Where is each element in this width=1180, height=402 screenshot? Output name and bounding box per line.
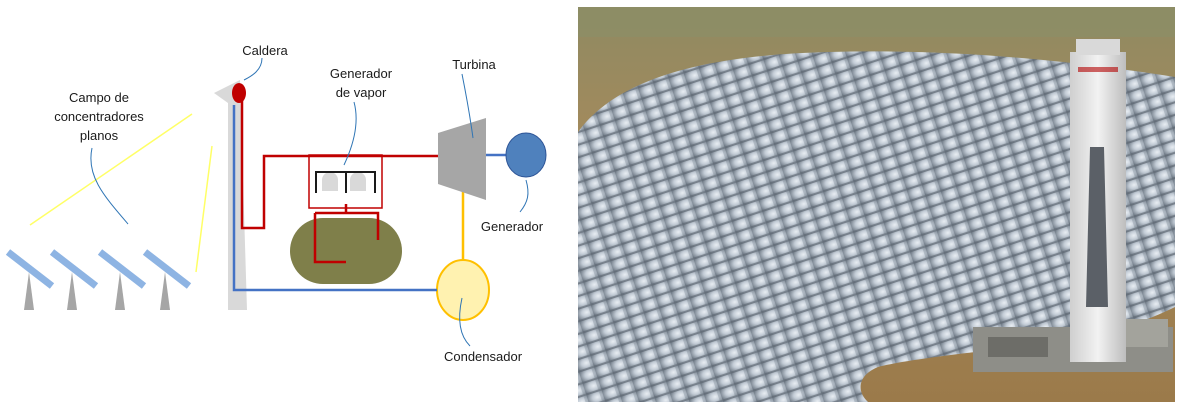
sun-ray [29,113,193,226]
heliostat [5,249,55,310]
boiler-label: Caldera [242,43,288,58]
heliostat [142,249,192,310]
sun-ray [195,145,213,273]
generator [505,132,547,178]
field-label-line-2: concentradores [54,109,144,124]
boiler [232,83,246,103]
generator-label: Generador [481,219,544,234]
field-label-line-3: planos [80,128,119,143]
condenser [436,259,490,321]
steam-generator [308,154,383,209]
heliostat [49,249,99,310]
hot-pipe [240,100,438,264]
solar-tower-diagram: Caldera Campo de concentradores planos G… [5,43,547,364]
steam-generator-label-line-1: Generador [330,66,393,81]
annotation-arrows [90,57,529,347]
turbine [438,118,486,200]
cold-pipe [232,105,507,292]
condenser-label: Condensador [444,349,523,364]
storage-tank [290,218,402,284]
turbine-label: Turbina [452,57,496,72]
solar-tower [214,80,247,310]
field-label-line-1: Campo de [69,90,129,105]
solar-plant-photo [578,7,1175,402]
heliostat [97,249,147,310]
steam-generator-label-line-2: de vapor [336,85,387,100]
